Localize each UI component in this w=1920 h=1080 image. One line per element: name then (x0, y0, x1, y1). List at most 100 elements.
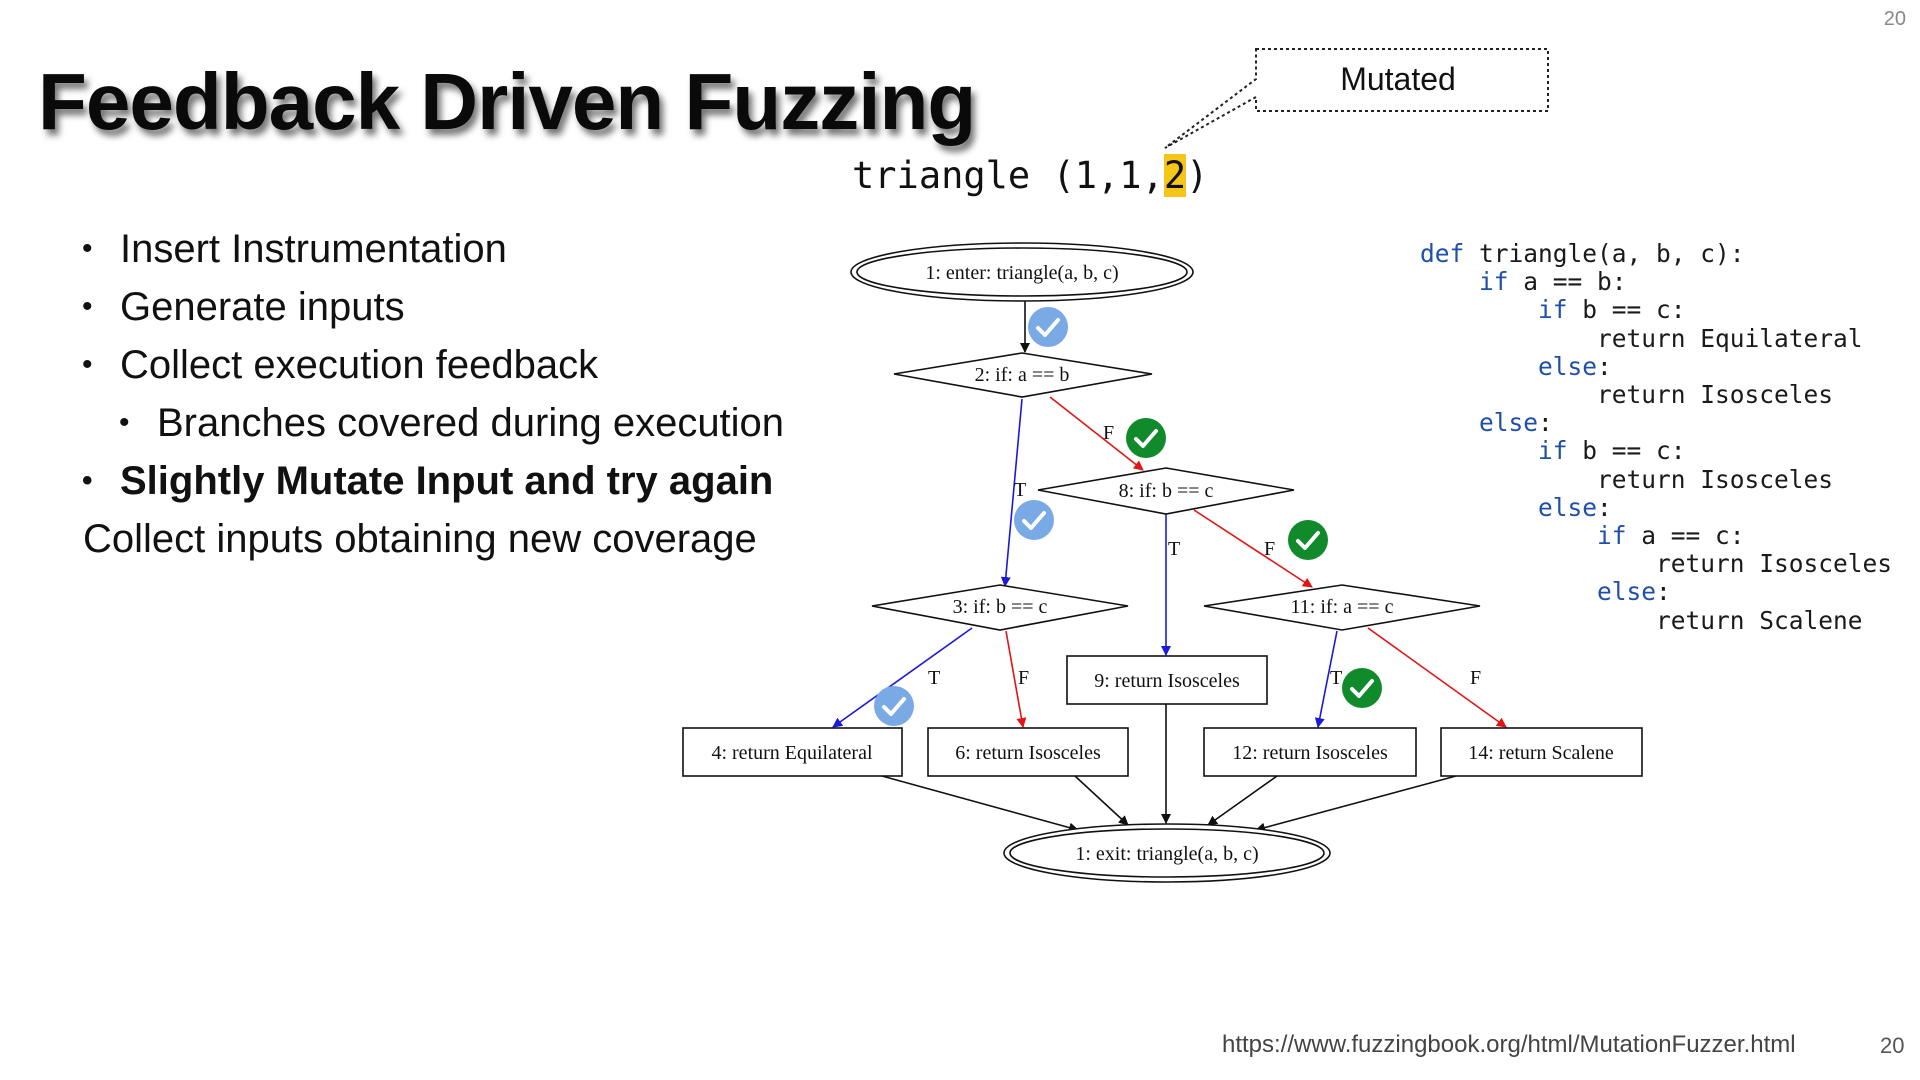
edge-3-4-true (832, 627, 973, 728)
code-keyword: else (1597, 577, 1657, 607)
edge-label-false: F (1103, 422, 1114, 444)
edge-3-6-false (1005, 630, 1027, 728)
bullet-text: Collect execution feedback (120, 343, 599, 387)
call-suffix: ) (1186, 154, 1209, 197)
edge-label-true: T (1168, 538, 1180, 560)
code-keyword: if (1597, 521, 1627, 551)
edge-6-exit (1074, 775, 1129, 826)
previous-coverage-check-icon (874, 686, 914, 726)
new-coverage-check-icon (1342, 668, 1382, 708)
node-3: 3: if: b == c (871, 584, 1129, 631)
node-12: 12: return Isosceles (1203, 727, 1417, 777)
coverage-badges (874, 307, 1382, 726)
bullet-item: • Collect execution feedback (82, 336, 784, 394)
bullet-dot-icon: • (82, 232, 93, 265)
bullet-text: Branches covered during execution (157, 401, 785, 445)
edge-label-false: F (1470, 667, 1481, 689)
node-label: 6: return Isosceles (955, 742, 1101, 764)
edge-14-exit (1255, 775, 1457, 833)
bullet-text: Insert Instrumentation (120, 227, 507, 271)
bullet-dot-icon: • (82, 290, 93, 323)
code-line: if a == c: (1597, 521, 1745, 551)
code-line: return Isosceles (1420, 464, 1834, 494)
cfg-nodes: 1: enter: triangle(a, b, c) 2: if: a == … (682, 242, 1643, 883)
code-line: else: (1479, 408, 1553, 438)
code-line: def triangle(a, b, c): (1420, 239, 1745, 268)
slide-title: Feedback Driven Fuzzing (38, 57, 976, 146)
trailing-line: Collect inputs obtaining new coverage (83, 517, 757, 561)
call-prefix: triangle (1,1, (852, 154, 1164, 197)
edge-label-true: T (1330, 667, 1342, 689)
code-keyword: if (1538, 295, 1568, 325)
bullet-text: Slightly Mutate Input and try again (120, 459, 774, 503)
node-enter: 1: enter: triangle(a, b, c) (850, 242, 1194, 302)
code-keyword: else (1538, 351, 1598, 381)
edge-2-8-false (1049, 396, 1144, 471)
bullet-item: • Generate inputs (82, 278, 784, 336)
edge-11-14-false (1367, 627, 1507, 728)
code-keyword: def (1420, 239, 1465, 268)
code-line: if a == b: (1479, 267, 1627, 297)
cfg-edges (832, 300, 1507, 833)
edge-2-3-true (1000, 398, 1023, 587)
code-line: else: (1538, 492, 1612, 522)
mutated-argument: 2 (1163, 154, 1187, 197)
node-label: 11: if: a == c (1291, 596, 1394, 618)
edge-labels: T F T F T F T F (928, 422, 1481, 689)
code-keyword: if (1538, 436, 1568, 466)
node-11: 11: if: a == c (1203, 584, 1481, 631)
edge-label-true: T (928, 667, 940, 689)
previous-coverage-check-icon (1014, 500, 1054, 540)
code-line: return Isosceles (1420, 549, 1893, 579)
slide-number-bottom: 20 (1880, 1033, 1905, 1058)
bullet-text: Generate inputs (120, 285, 405, 329)
node-label: 4: return Equilateral (711, 742, 872, 764)
bullet-dot-icon: • (82, 348, 93, 381)
node-9: 9: return Isosceles (1066, 655, 1268, 705)
mutated-callout (1164, 48, 1549, 149)
node-label: 14: return Scalene (1468, 742, 1614, 764)
new-coverage-check-icon (1126, 418, 1166, 458)
code-block: def triangle(a, b, c): if a == b: if b =… (1420, 239, 1892, 635)
code-keyword: else (1479, 408, 1539, 438)
code-line: if b == c: (1538, 436, 1686, 466)
bullet-dot-icon: • (82, 464, 93, 497)
node-label: 1: enter: triangle(a, b, c) (925, 262, 1118, 284)
node-label: 2: if: a == b (975, 364, 1070, 386)
edge-4-exit (881, 775, 1079, 833)
node-label: 1: exit: triangle(a, b, c) (1075, 843, 1258, 865)
source-url[interactable]: https://www.fuzzingbook.org/html/Mutatio… (1222, 1031, 1796, 1058)
node-8: 8: if: b == c (1037, 467, 1295, 515)
node-4: 4: return Equilateral (682, 727, 903, 777)
edge-12-exit (1207, 775, 1278, 826)
edge-11-12-true (1314, 630, 1338, 728)
node-label: 9: return Isosceles (1094, 670, 1240, 692)
bullet-list: • Insert Instrumentation • Generate inputs… (82, 220, 784, 568)
code-line: else: (1538, 351, 1612, 381)
code-line: return Isosceles (1420, 380, 1834, 410)
node-2: 2: if: a == b (893, 352, 1153, 398)
slide-number-top: 20 (1883, 8, 1906, 30)
node-exit: 1: exit: triangle(a, b, c) (1003, 823, 1331, 883)
edge-label-false: F (1018, 667, 1029, 689)
edge-8-11-false (1193, 509, 1313, 588)
code-keyword: else (1538, 492, 1598, 522)
node-label: 3: if: b == c (953, 596, 1048, 618)
node-label: 8: if: b == c (1119, 480, 1214, 502)
node-6: 6: return Isosceles (927, 727, 1129, 777)
code-line: if b == c: (1538, 295, 1686, 325)
edge-label-false: F (1264, 538, 1275, 560)
previous-coverage-check-icon (1028, 307, 1068, 347)
code-keyword: if (1479, 267, 1509, 297)
new-coverage-check-icon (1288, 520, 1328, 560)
code-line: return Scalene (1420, 605, 1863, 635)
node-label: 12: return Isosceles (1232, 742, 1388, 764)
code-line: return Equilateral (1420, 323, 1863, 353)
sub-bullet-item: •Branches covered during execution (82, 394, 784, 452)
bullet-item: • Insert Instrumentation (82, 220, 784, 278)
code-listing: def triangle(a, b, c): if a == b: if b =… (1420, 239, 1892, 635)
node-14: 14: return Scalene (1440, 727, 1643, 777)
bullet-item-bold: • Slightly Mutate Input and try again (82, 452, 784, 510)
edge-label-true: T (1014, 479, 1026, 501)
